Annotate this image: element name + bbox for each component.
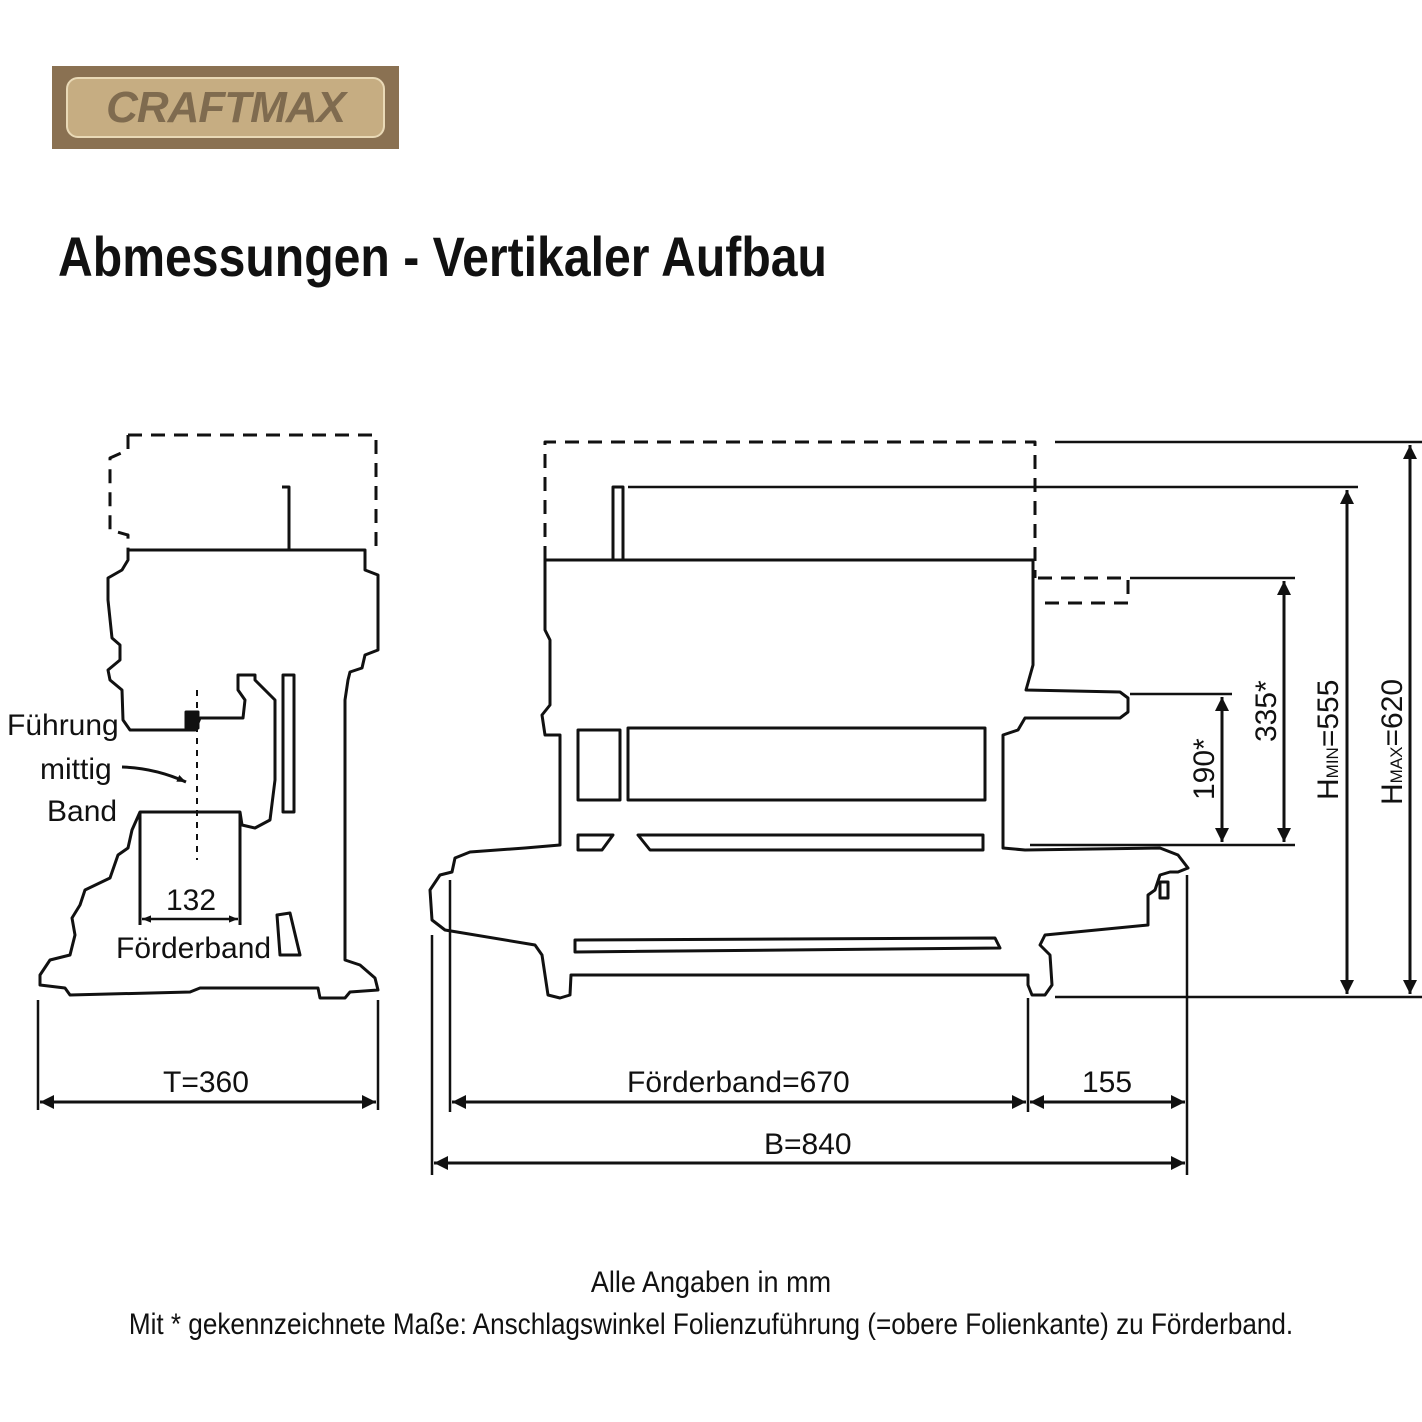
front-window-main <box>626 726 987 802</box>
front-rail-lower <box>573 936 1002 954</box>
front-body-outline <box>428 558 1190 1000</box>
front-view <box>428 440 1190 1000</box>
logo-plate: CRAFTMAX <box>66 77 385 138</box>
overhang-value: 155 <box>1082 1066 1132 1099</box>
front-rail-left <box>576 833 615 852</box>
dim-hmax-label: HMAX=620 <box>1376 679 1409 805</box>
front-guide-plate <box>611 485 625 560</box>
dim-335-value: 335* <box>1250 680 1283 742</box>
belt-label: Förderband <box>116 932 271 965</box>
guide-label-line3: Band <box>47 795 117 828</box>
side-guide-strip <box>281 673 296 814</box>
side-view <box>38 433 380 1000</box>
page-title: Abmessungen - Vertikaler Aufbau <box>58 225 827 288</box>
width-value: B=840 <box>764 1128 852 1161</box>
front-right-slot <box>1158 880 1170 900</box>
front-housing-dashed <box>543 440 1037 578</box>
depth-value: T=360 <box>163 1066 249 1099</box>
belt-length-value: Förderband=670 <box>627 1066 850 1099</box>
front-window-left <box>576 728 622 802</box>
asterisk-note: Mit * gekennzeichnete Maße: Anschlagswin… <box>128 1308 1294 1341</box>
craftmax-logo: CRAFTMAX <box>52 66 399 149</box>
units-note: Alle Angaben in mm <box>590 1266 832 1299</box>
side-body-outline <box>38 548 380 1000</box>
front-rail-upper <box>636 833 985 852</box>
side-small-part <box>275 911 302 957</box>
dim-hmin-label: HMIN=555 <box>1312 680 1345 800</box>
guide-label-line1: Führung <box>7 709 119 742</box>
side-housing-dashed <box>108 433 378 550</box>
logo-text: CRAFTMAX <box>106 82 346 132</box>
side-guide-plate <box>282 485 291 550</box>
belt-width-value: 132 <box>166 884 216 917</box>
guide-pointer-arrow <box>121 765 187 784</box>
front-flap-dashed <box>1038 576 1130 605</box>
width-extension-lines <box>430 875 1189 1175</box>
dim-190-value: 190* <box>1188 738 1221 800</box>
height-extension-lines <box>628 440 1422 999</box>
guide-label-line2: mittig <box>40 753 112 786</box>
side-belt-outline <box>138 812 242 925</box>
